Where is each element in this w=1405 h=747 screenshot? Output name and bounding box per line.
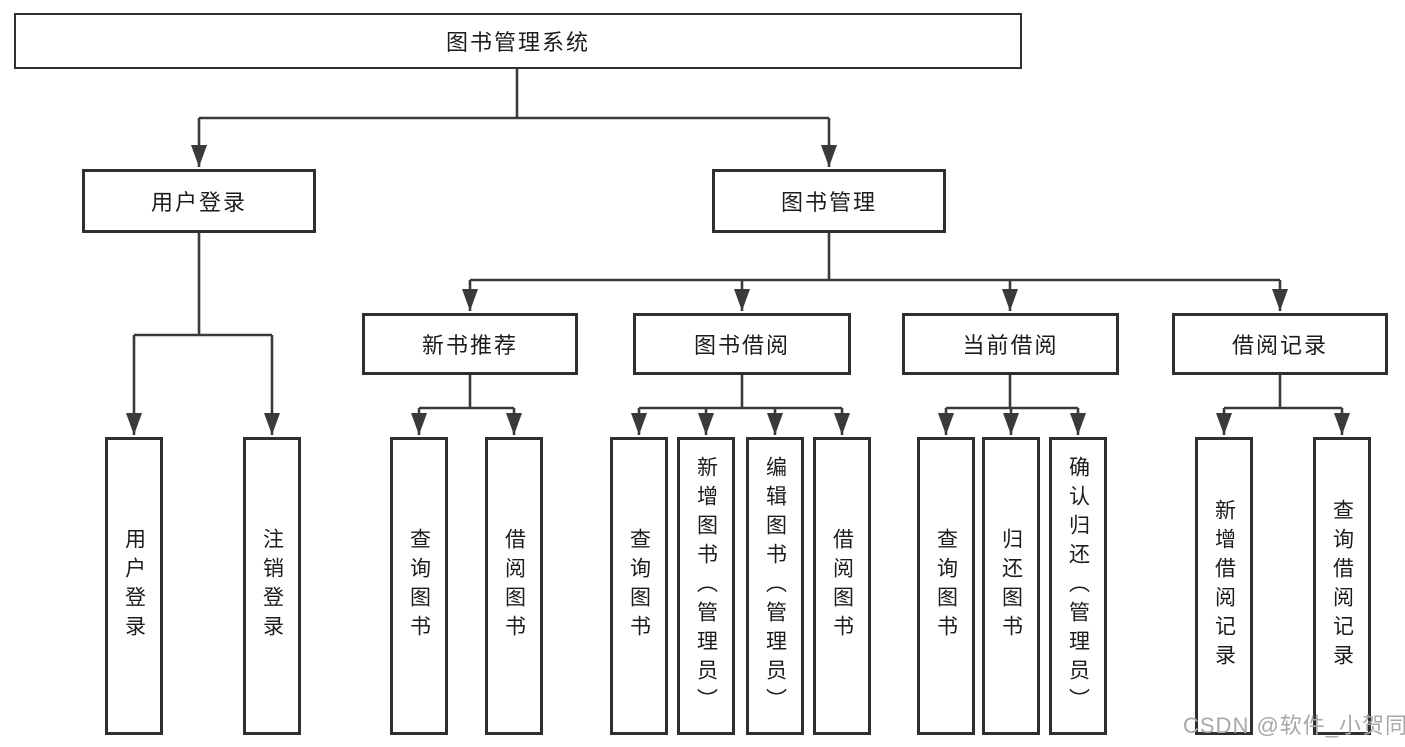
leaf-user-login: 用户登录 bbox=[105, 437, 163, 735]
node-current-borrow: 当前借阅 bbox=[902, 313, 1119, 375]
leaf-add-book-admin-label: 新增图书（管理员） bbox=[694, 455, 718, 717]
leaf-user-login-label: 用户登录 bbox=[122, 528, 146, 644]
node-borrow-records-label: 借阅记录 bbox=[1231, 333, 1328, 358]
leaf-query-borrow-record-label: 查询借阅记录 bbox=[1330, 499, 1354, 673]
node-current-borrow-label: 当前借阅 bbox=[962, 333, 1059, 358]
node-new-book-recommend-label: 新书推荐 bbox=[421, 333, 518, 358]
leaf-query-books-3: 查询图书 bbox=[917, 437, 975, 735]
leaf-borrow-books-1-label: 借阅图书 bbox=[502, 528, 526, 644]
node-root-label: 图书管理系统 bbox=[445, 30, 590, 55]
leaf-return-books: 归还图书 bbox=[982, 437, 1040, 735]
leaf-edit-book-admin-label: 编辑图书（管理员） bbox=[763, 455, 787, 717]
leaf-query-books-2: 查询图书 bbox=[610, 437, 668, 735]
leaf-query-books-1-label: 查询图书 bbox=[407, 528, 431, 644]
node-user-login: 用户登录 bbox=[82, 169, 316, 233]
node-book-management: 图书管理 bbox=[712, 169, 946, 233]
leaf-logout: 注销登录 bbox=[243, 437, 301, 735]
leaf-add-borrow-record: 新增借阅记录 bbox=[1195, 437, 1253, 735]
node-borrow-records: 借阅记录 bbox=[1172, 313, 1388, 375]
leaf-query-borrow-record: 查询借阅记录 bbox=[1313, 437, 1371, 735]
leaf-confirm-return-admin-label: 确认归还（管理员） bbox=[1066, 455, 1090, 717]
leaf-add-borrow-record-label: 新增借阅记录 bbox=[1212, 499, 1236, 673]
leaf-confirm-return-admin: 确认归还（管理员） bbox=[1049, 437, 1107, 735]
node-book-borrow: 图书借阅 bbox=[633, 313, 851, 375]
leaf-query-books-3-label: 查询图书 bbox=[934, 528, 958, 644]
node-root: 图书管理系统 bbox=[14, 13, 1022, 69]
leaf-borrow-books-2-label: 借阅图书 bbox=[830, 528, 854, 644]
leaf-return-books-label: 归还图书 bbox=[999, 528, 1023, 644]
node-user-login-label: 用户登录 bbox=[150, 190, 247, 215]
leaf-logout-label: 注销登录 bbox=[260, 528, 284, 644]
leaf-borrow-books-2: 借阅图书 bbox=[813, 437, 871, 735]
leaf-borrow-books-1: 借阅图书 bbox=[485, 437, 543, 735]
node-book-management-label: 图书管理 bbox=[780, 190, 877, 215]
node-book-borrow-label: 图书借阅 bbox=[693, 333, 790, 358]
node-new-book-recommend: 新书推荐 bbox=[362, 313, 578, 375]
leaf-query-books-1: 查询图书 bbox=[390, 437, 448, 735]
watermark: CSDN @软件_小贺同学 bbox=[1183, 713, 1405, 738]
arrow-lines bbox=[126, 118, 1350, 435]
leaf-add-book-admin: 新增图书（管理员） bbox=[677, 437, 735, 735]
leaf-query-books-2-label: 查询图书 bbox=[627, 528, 651, 644]
leaf-edit-book-admin: 编辑图书（管理员） bbox=[746, 437, 804, 735]
